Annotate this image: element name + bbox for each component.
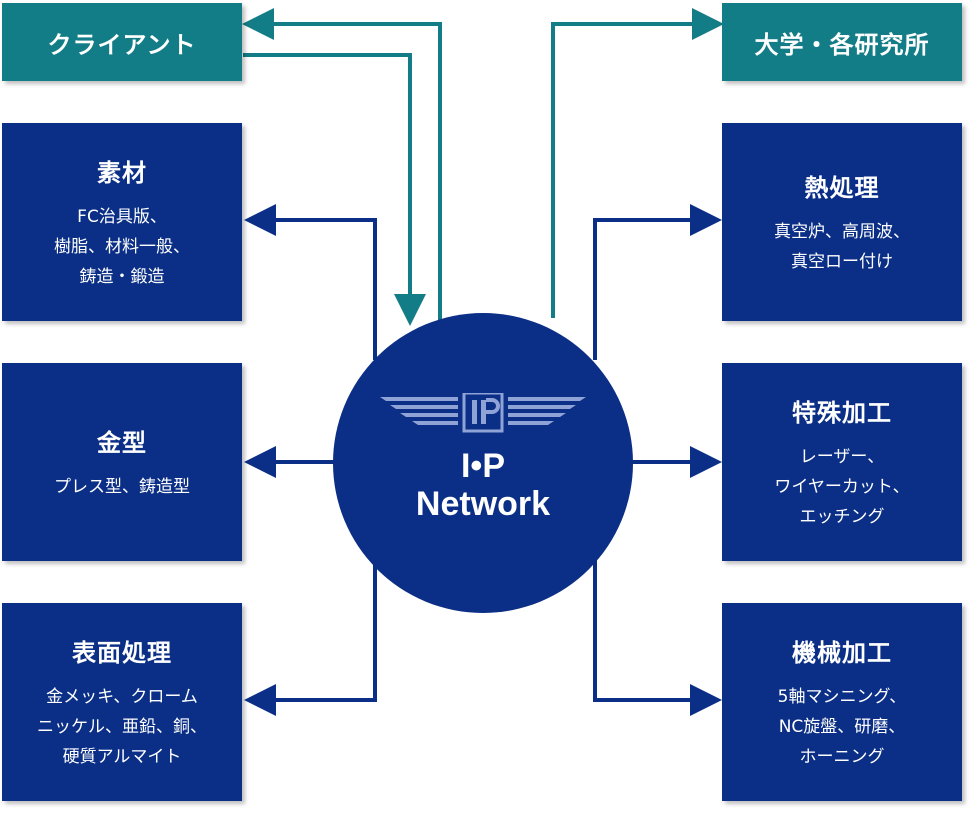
special-processing-box: 特殊加工 レーザー、 ワイヤーカット、 エッチング: [722, 363, 962, 561]
material-desc: FC治具版、 樹脂、材料一般、 鋳造・鍛造: [54, 202, 190, 292]
desc-line: プレス型、鋳造型: [54, 476, 190, 497]
arrow-hub-to-university: [551, 8, 724, 318]
arrow-hub-to-client: [242, 8, 442, 320]
desc-line: 5軸マシニング、: [777, 686, 907, 707]
desc-line: NC旋盤、研磨、: [778, 716, 906, 737]
special-processing-desc: レーザー、 ワイヤーカット、 エッチング: [774, 442, 909, 532]
university-label: 大学・各研究所: [754, 30, 930, 59]
hub-label-line1: I•P: [460, 447, 505, 485]
desc-line: FC治具版、: [77, 206, 167, 227]
client-label: クライアント: [47, 30, 197, 59]
client-box: クライアント: [2, 3, 242, 81]
ip-network-hub: I•P Network: [333, 313, 633, 613]
hub-label-line2: Network: [415, 485, 551, 523]
hub-label: I•P Network: [416, 447, 550, 523]
surface-treatment-desc: 金メッキ、クローム ニッケル、亜鉛、銅、 硬質アルマイト: [37, 682, 207, 772]
winged-ip-logo-icon: [380, 393, 586, 433]
desc-line: ホーニング: [799, 746, 885, 767]
desc-line: 真空ロー付け: [791, 251, 893, 272]
desc-line: 鋳造・鍛造: [79, 266, 165, 287]
mold-box: 金型 プレス型、鋳造型: [2, 363, 242, 561]
desc-line: 真空炉、高周波、: [774, 221, 910, 242]
heat-treatment-box: 熱処理 真空炉、高周波、 真空ロー付け: [722, 123, 962, 321]
arrow-hub-to-material: [244, 204, 377, 360]
university-box: 大学・各研究所: [722, 3, 962, 81]
desc-line: レーザー、: [799, 446, 885, 467]
desc-line: ニッケル、亜鉛、銅、: [37, 716, 207, 737]
machining-box: 機械加工 5軸マシニング、 NC旋盤、研磨、 ホーニング: [722, 603, 962, 801]
material-box: 素材 FC治具版、 樹脂、材料一般、 鋳造・鍛造: [2, 123, 242, 321]
desc-line: エッチング: [799, 506, 885, 527]
arrow-client-to-hub: [243, 53, 426, 326]
surface-treatment-title: 表面処理: [72, 638, 172, 667]
heat-treatment-desc: 真空炉、高周波、 真空ロー付け: [774, 217, 910, 277]
arrow-hub-to-machining: [593, 560, 722, 716]
arrow-hub-to-surface: [244, 560, 377, 716]
machining-title: 機械加工: [792, 638, 892, 667]
desc-line: 硬質アルマイト: [62, 746, 182, 767]
special-processing-title: 特殊加工: [792, 398, 892, 427]
arrow-hub-to-heat: [593, 204, 722, 360]
mold-desc: プレス型、鋳造型: [54, 472, 190, 502]
desc-line: ワイヤーカット、: [774, 476, 910, 497]
desc-line: 樹脂、材料一般、: [54, 236, 190, 257]
machining-desc: 5軸マシニング、 NC旋盤、研磨、 ホーニング: [778, 682, 907, 772]
surface-treatment-box: 表面処理 金メッキ、クローム ニッケル、亜鉛、銅、 硬質アルマイト: [2, 603, 242, 801]
material-title: 素材: [97, 158, 147, 187]
mold-title: 金型: [97, 428, 147, 457]
heat-treatment-title: 熱処理: [804, 173, 880, 202]
desc-line: 金メッキ、クローム: [46, 686, 198, 707]
